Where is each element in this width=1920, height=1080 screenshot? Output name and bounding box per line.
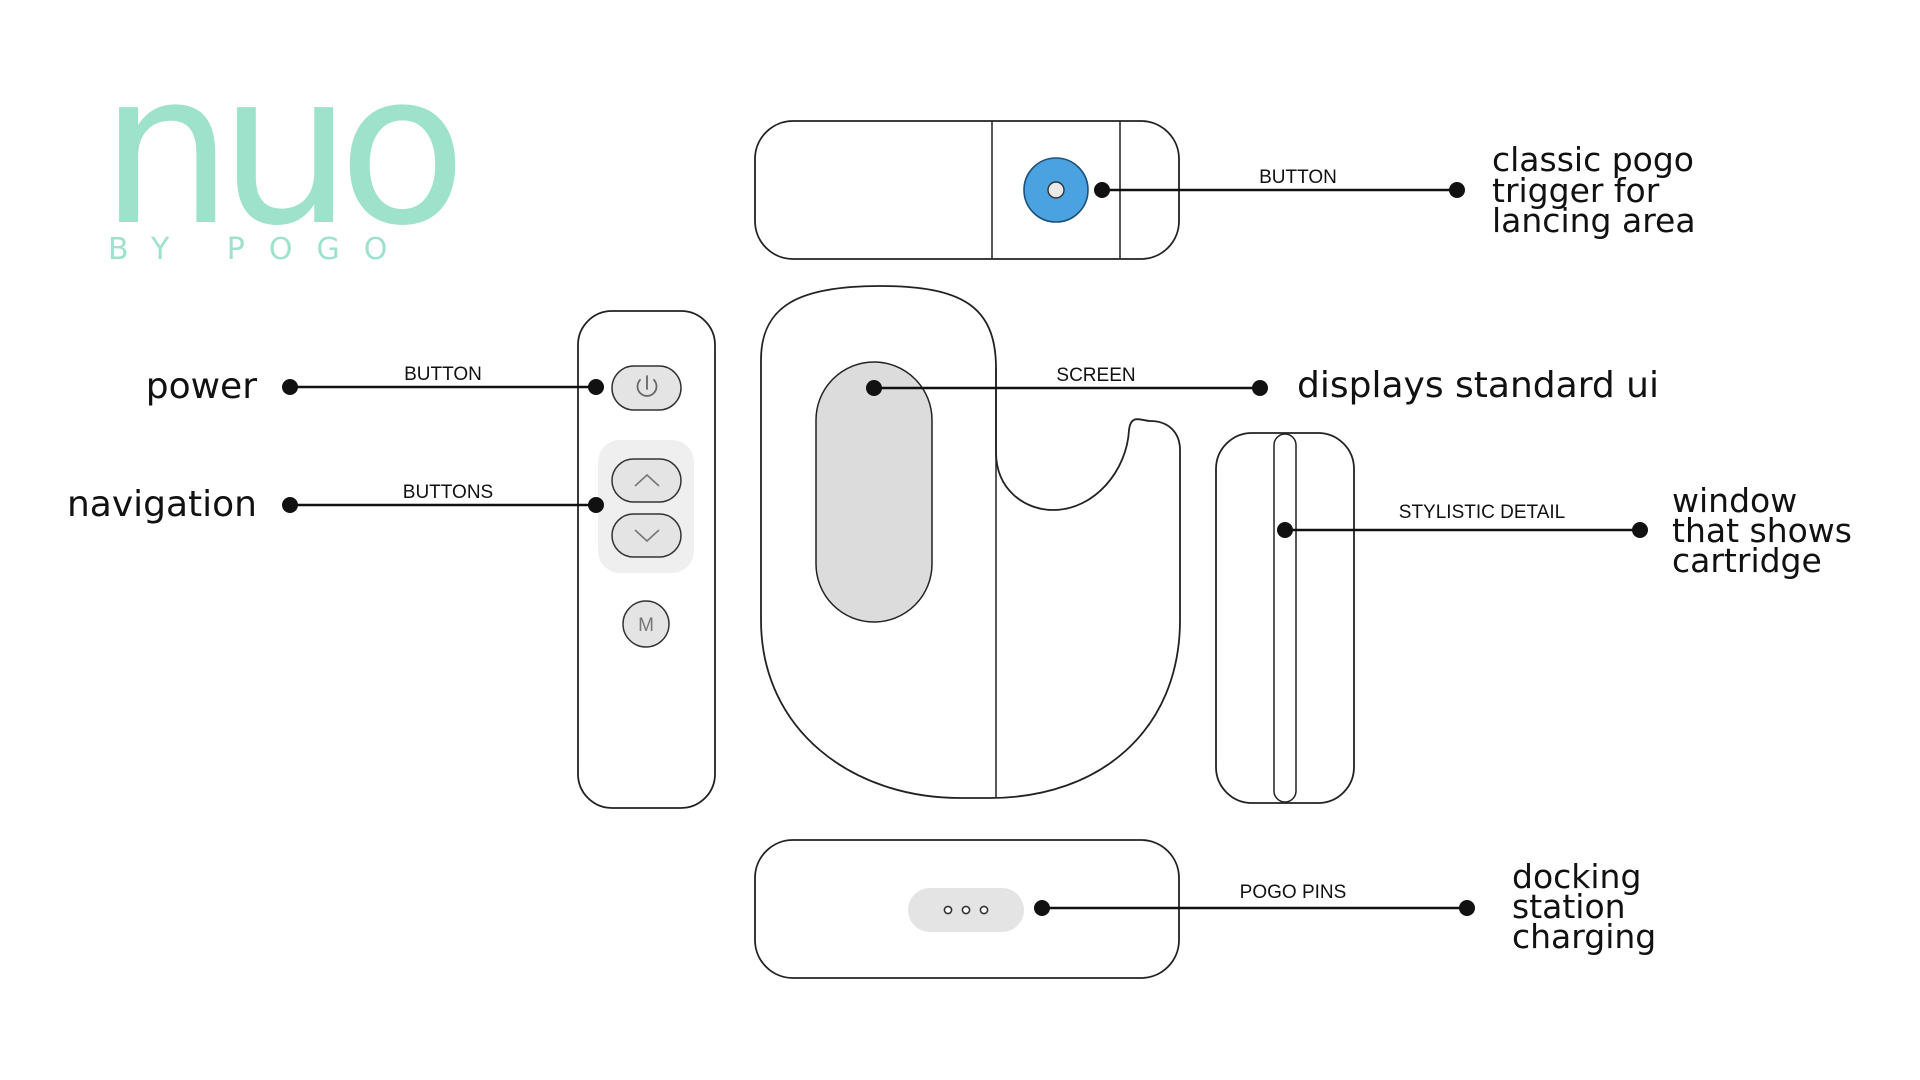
callout-dot — [1632, 522, 1648, 538]
callout-dot — [1459, 900, 1475, 916]
callout-tag: POGO PINS — [1240, 882, 1347, 903]
callout-tag: SCREEN — [1056, 365, 1135, 386]
callout-dot — [1277, 522, 1293, 538]
callout-window: STYLISTIC DETAIL window that shows cartr… — [1277, 481, 1852, 580]
right-side-view — [1215, 432, 1355, 804]
callout-top-button: BUTTON classic pogo trigger for lancing … — [1094, 140, 1696, 240]
callout-tag: BUTTON — [404, 364, 482, 385]
callout-dot — [866, 380, 882, 396]
trigger-button-center — [1047, 181, 1065, 199]
callout-desc-line: station — [1512, 887, 1626, 926]
callout-tag: BUTTON — [1259, 167, 1337, 188]
callout-dot — [1034, 900, 1050, 916]
cartridge-window — [1273, 433, 1297, 803]
logo-subtitle: BY POGO — [108, 232, 411, 267]
power-icon — [636, 375, 658, 397]
callout-desc-line: classic pogo — [1492, 140, 1694, 179]
callout-dot — [588, 379, 604, 395]
callout-dot — [588, 497, 604, 513]
callout-desc-line: window — [1672, 481, 1797, 520]
callout-desc-line: cartridge — [1672, 541, 1822, 580]
mode-button-label: M — [638, 615, 654, 636]
front-view — [760, 285, 1181, 799]
callout-power: BUTTON power — [146, 364, 604, 407]
side-view: M — [577, 310, 716, 809]
device-screen — [815, 361, 933, 623]
chevron-up-icon — [634, 473, 660, 487]
callout-desc: power — [146, 366, 257, 407]
callout-dot — [1094, 182, 1110, 198]
nav-down-button[interactable] — [611, 513, 682, 558]
nav-up-button[interactable] — [611, 458, 682, 503]
callout-navigation: BUTTONS navigation — [67, 482, 604, 525]
callout-desc-line: trigger for — [1492, 171, 1660, 210]
mode-button[interactable] — [622, 600, 670, 648]
callout-dot — [1449, 182, 1465, 198]
callout-dot — [1252, 380, 1268, 396]
logo-word: nuo — [100, 27, 455, 272]
chevron-down-icon — [634, 529, 660, 543]
pogo-pin — [979, 905, 989, 915]
callout-desc-line: docking — [1512, 857, 1641, 896]
callout-tag: BUTTONS — [403, 482, 493, 503]
callout-screen: SCREEN displays standard ui — [866, 365, 1659, 406]
callout-desc-line: charging — [1512, 917, 1656, 956]
callout-desc: displays standard ui — [1297, 365, 1659, 406]
pogo-pin — [961, 905, 971, 915]
callout-desc-line: that shows — [1672, 511, 1852, 550]
callout-tag: STYLISTIC DETAIL — [1399, 502, 1565, 523]
callout-dot — [282, 379, 298, 395]
callout-pogo-pins: POGO PINS docking station charging — [1034, 857, 1656, 956]
callout-dot — [282, 497, 298, 513]
logo: nuo BY POGO — [100, 27, 469, 272]
callout-desc-line: lancing area — [1492, 201, 1696, 240]
callout-desc: navigation — [67, 484, 257, 525]
pogo-pin — [943, 905, 953, 915]
